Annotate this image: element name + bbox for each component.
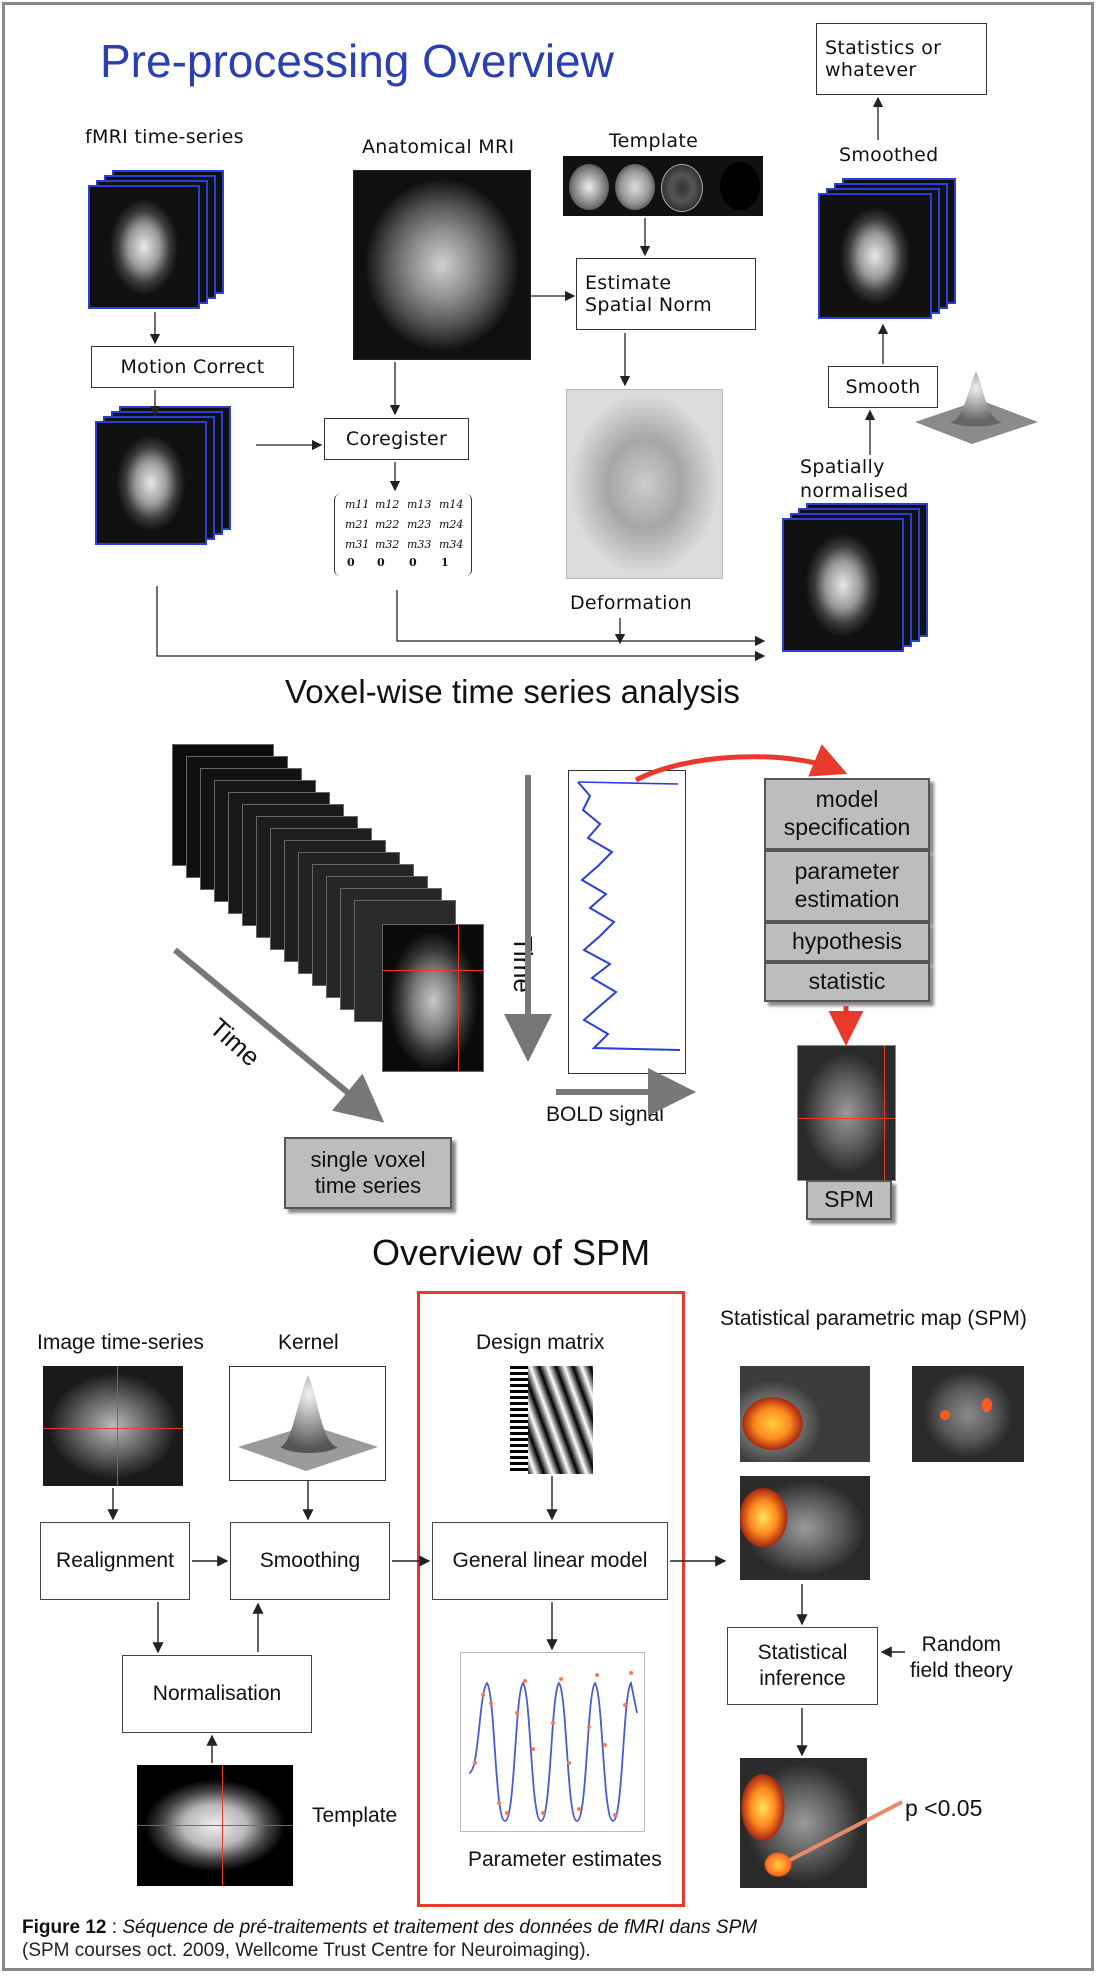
matrix-cell: 1 [441, 556, 449, 569]
fmri-stack [88, 170, 248, 310]
matrix-cell: m14 [439, 498, 464, 511]
matrix-cell: 0 [377, 556, 385, 569]
motion-corrected-stack [95, 406, 255, 546]
caption-figure-number: Figure 12 [22, 1917, 107, 1938]
statistical-parametric-map-label: Statistical parametric map (SPM) [720, 1307, 1027, 1330]
section2-title: Voxel-wise time series analysis [285, 673, 740, 710]
anatomical-mri-label: Anatomical MRI [362, 136, 515, 158]
smooth-box: Smooth [828, 366, 938, 408]
image-time-series-image [43, 1366, 183, 1486]
general-linear-model-box: General linear model [432, 1522, 668, 1600]
figure-caption: Figure 12 : Séquence de pré-traitements … [22, 1916, 1082, 1962]
design-matrix-label: Design matrix [476, 1331, 605, 1354]
caption-source: (SPM courses oct. 2009, Wellcome Trust C… [22, 1940, 591, 1962]
bold-signal-label: BOLD signal [546, 1103, 664, 1126]
spm-map-image [797, 1045, 896, 1181]
random-field-theory-label: Random field theory [910, 1633, 1013, 1683]
motion-correct-box: Motion Correct [91, 346, 294, 388]
smoothing-box: Smoothing [230, 1522, 390, 1600]
matrix-cell: m33 [407, 538, 432, 551]
fmri-time-series-label: fMRI time-series [85, 126, 244, 148]
spm-brain-coronal [912, 1366, 1024, 1462]
normalisation-box: Normalisation [122, 1655, 312, 1733]
matrix-cell: m31 [345, 538, 370, 551]
parameter-estimates-label: Parameter estimates [468, 1848, 662, 1871]
caption-separator: : [106, 1917, 123, 1938]
normalised-stack [782, 503, 947, 658]
template-label: Template [312, 1804, 398, 1827]
matrix-cell: m22 [375, 518, 400, 531]
p-value-label: p <0.05 [905, 1795, 983, 1821]
deformation-label: Deformation [570, 592, 692, 614]
parameter-estimation-box: parameter estimation [764, 850, 930, 922]
anatomical-mri-image [353, 170, 531, 360]
volume-stack [172, 744, 484, 1084]
realignment-box: Realignment [40, 1522, 190, 1600]
transformation-matrix: m11 m12 m13 m14 m21 m22 m23 m24 m31 m32 … [334, 494, 472, 576]
spm-box: SPM [806, 1180, 892, 1220]
spatially-normalised-label: Spatially normalised [800, 456, 909, 502]
section1-title: Pre-processing Overview [100, 35, 614, 87]
matrix-cell: m23 [407, 518, 432, 531]
caption-description: Séquence de pré-traitements et traitemen… [122, 1917, 758, 1938]
estimate-spatial-norm-box: Estimate Spatial Norm [576, 258, 756, 330]
kernel-label: Kernel [278, 1331, 339, 1354]
kernel-image [229, 1366, 386, 1481]
gaussian-kernel-3d [915, 372, 1038, 444]
statistics-box: Statistics or whatever [816, 23, 987, 95]
section3-title: Overview of SPM [372, 1232, 651, 1273]
matrix-cell: 0 [409, 556, 417, 569]
design-matrix-image [510, 1366, 593, 1474]
matrix-cell: m11 [345, 498, 370, 511]
spm-brain-sagittal [740, 1366, 870, 1462]
parameter-stage-frame [417, 1291, 685, 1907]
matrix-cell: m12 [375, 498, 400, 511]
image-time-series-label: Image time-series [37, 1331, 204, 1354]
coregister-box: Coregister [324, 418, 469, 460]
matrix-cell: m34 [439, 538, 464, 551]
parameter-estimates-plot [460, 1652, 645, 1832]
spm-brain-axial [740, 1476, 870, 1580]
matrix-cell: m13 [407, 498, 432, 511]
section2-plot-and-arrows [173, 744, 864, 1123]
template-mask [720, 162, 760, 210]
template-image [137, 1765, 293, 1886]
section3-arrows [107, 1476, 905, 1862]
smoothed-stack [818, 178, 978, 323]
matrix-cell: 0 [347, 556, 355, 569]
single-voxel-time-series-box: single voxel time series [284, 1137, 452, 1209]
model-specification-box: model specification [764, 778, 930, 850]
matrix-cell: m21 [345, 518, 370, 531]
hypothesis-box: hypothesis [764, 922, 930, 962]
matrix-cell: m32 [375, 538, 400, 551]
template-label: Template [609, 130, 699, 152]
spm-result-image [740, 1758, 867, 1888]
smoothed-label: Smoothed [839, 144, 939, 166]
statistical-inference-box: Statistical inference [727, 1627, 878, 1705]
statistic-box: statistic [764, 962, 930, 1002]
matrix-cell: m24 [439, 518, 464, 531]
section1-arrows [149, 96, 889, 662]
bold-signal-plot [568, 770, 686, 1074]
deformation-image [566, 389, 723, 579]
